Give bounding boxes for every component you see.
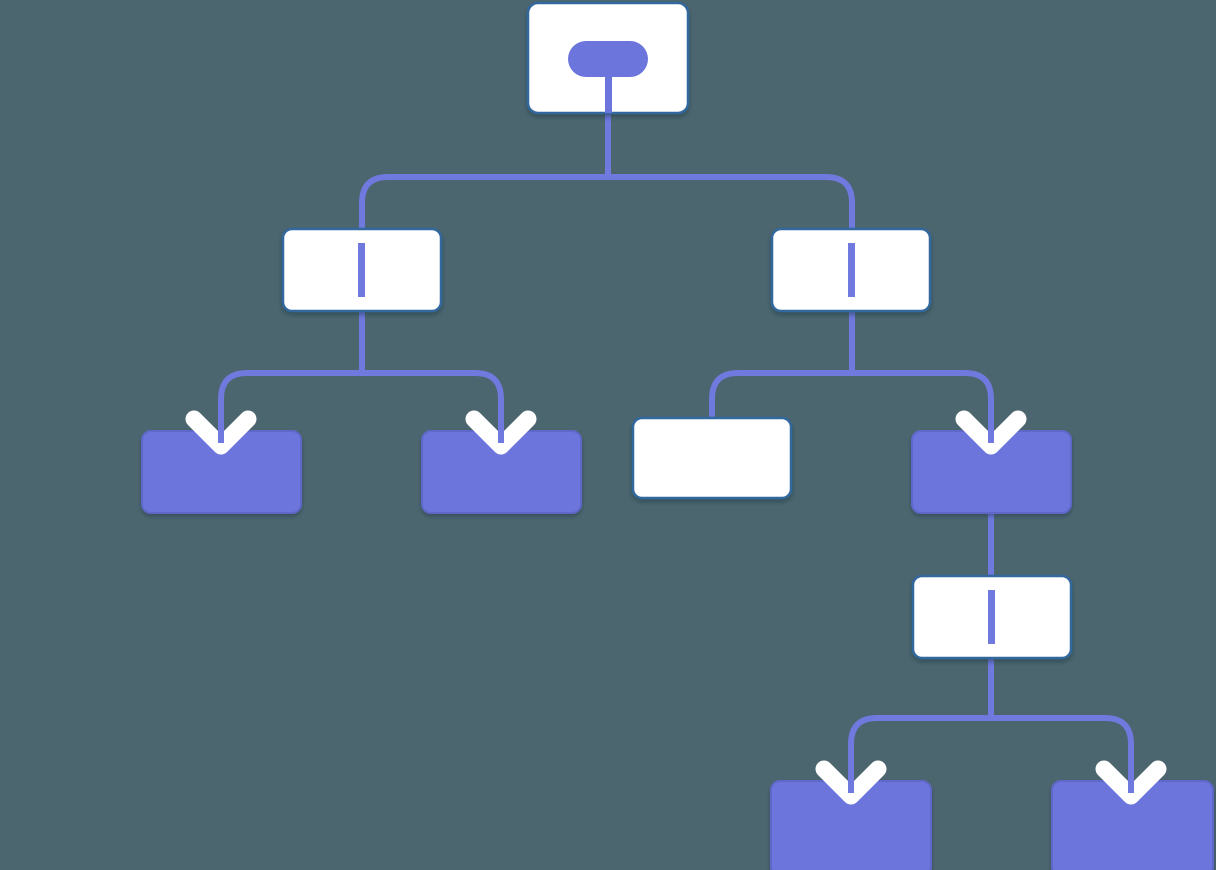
arrow-head-purple-branch-icon (955, 410, 1027, 455)
arrow-head-layer (185, 410, 1167, 805)
branch-node-right[interactable] (770, 227, 932, 313)
arrow-head-leaf-2-icon (465, 410, 537, 455)
connector-layer (218, 108, 1134, 796)
edge-root-to-left-branch (359, 174, 608, 236)
root-node-pill (568, 41, 648, 77)
branch-node-left-inner-line (358, 243, 365, 297)
root-node-stem (605, 74, 612, 113)
arrow-shaft-layer (218, 404, 1134, 793)
branch-node-white-lower-inner-line (988, 590, 995, 644)
branch-node-white-lower[interactable] (911, 574, 1073, 660)
edge-lower-to-leaf-4 (991, 715, 1134, 796)
arrow-head-leaf-1-icon (185, 410, 257, 455)
branch-node-right-inner-line (848, 243, 855, 297)
arrow-head-leaf-4-icon (1095, 760, 1167, 805)
root-node[interactable] (526, 1, 690, 115)
edge-lower-to-leaf-3 (848, 715, 991, 796)
edge-right-to-white-leaf (709, 370, 852, 424)
leaf-node-white-box[interactable] (631, 416, 793, 500)
branch-node-left[interactable] (281, 227, 443, 313)
edge-right-to-purple-branch (852, 370, 994, 446)
arrow-head-leaf-3-icon (815, 760, 887, 805)
edge-left-to-leaf-1 (218, 370, 362, 446)
leaf-node-white[interactable] (631, 416, 793, 500)
edge-root-to-right-branch (608, 174, 855, 236)
edge-left-to-leaf-2 (362, 370, 504, 446)
